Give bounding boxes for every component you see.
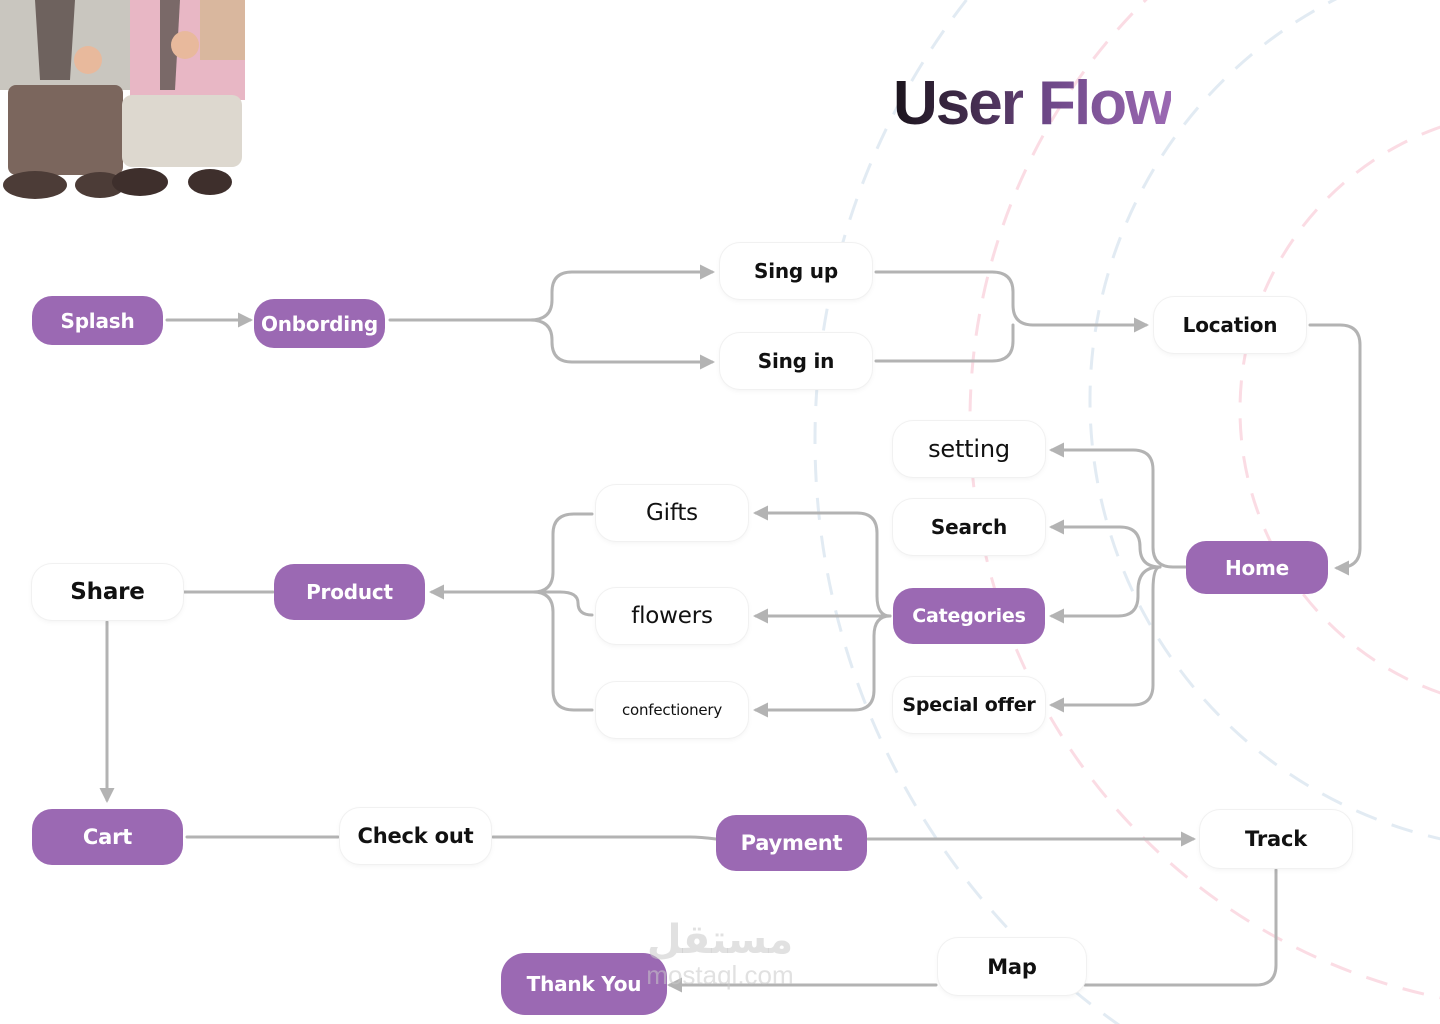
bg-arc-blue-outer <box>813 0 1121 1024</box>
node-search[interactable]: Search <box>893 499 1045 555</box>
node-label: Cart <box>82 825 133 849</box>
edge-signin-location <box>874 323 1015 363</box>
title-word-flow: Flow <box>1038 69 1173 138</box>
node-thank-you[interactable]: Thank You <box>501 953 667 1015</box>
edge-categories-confectionery <box>753 614 892 718</box>
node-share[interactable]: Share <box>32 564 183 620</box>
edge-confectionery-product <box>531 590 594 712</box>
node-label: confectionery <box>621 701 723 719</box>
node-flowers[interactable]: flowers <box>596 588 748 644</box>
node-label: Home <box>1224 555 1290 580</box>
node-home[interactable]: Home <box>1186 541 1328 594</box>
edge-home-categories <box>1049 565 1162 624</box>
node-sign-in[interactable]: Sing in <box>720 333 872 389</box>
node-cart[interactable]: Cart <box>32 809 183 865</box>
node-label: Sing in <box>757 349 835 373</box>
edge-home-search <box>1049 519 1162 569</box>
bg-arc-blue-inner <box>1088 0 1440 841</box>
node-label: Categories <box>912 605 1026 627</box>
node-label: Track <box>1245 827 1307 851</box>
node-categories[interactable]: Categories <box>893 588 1045 644</box>
node-label: Sing up <box>754 259 838 283</box>
node-label: Product <box>306 580 393 604</box>
node-confectionery[interactable]: confectionery <box>596 682 748 738</box>
edge-home-setting <box>1049 442 1188 569</box>
node-gifts[interactable]: Gifts <box>596 485 748 541</box>
node-check-out[interactable]: Check out <box>340 808 491 864</box>
node-track[interactable]: Track <box>1200 810 1352 868</box>
node-product[interactable]: Product <box>274 564 425 620</box>
edge-categories-gifts <box>753 505 892 618</box>
edge-checkout-payment <box>491 835 718 841</box>
node-label: Search <box>930 515 1008 539</box>
node-map[interactable]: Map <box>938 938 1086 995</box>
edge-track-map <box>1083 868 1278 987</box>
edge-signup-location <box>874 270 1149 333</box>
node-label: Location <box>1182 313 1278 337</box>
node-onbording[interactable]: Onbording <box>254 299 385 348</box>
node-label: Check out <box>357 824 474 848</box>
node-label: Special offer <box>902 694 1036 716</box>
node-label: Map <box>987 954 1037 979</box>
node-setting[interactable]: setting <box>893 421 1045 477</box>
edge-location-home <box>1308 323 1362 576</box>
node-label: Payment <box>740 831 843 855</box>
node-location[interactable]: Location <box>1154 297 1306 353</box>
title-word-user: User <box>893 69 1025 138</box>
edge-onbording-signin <box>528 318 715 370</box>
node-label: Splash <box>60 308 135 333</box>
node-label: Thank You <box>526 972 642 996</box>
node-label: setting <box>928 435 1010 463</box>
edge-gifts-product <box>531 512 594 594</box>
edge-onbording-signup <box>388 264 715 322</box>
page-title: User Flow <box>893 68 1173 139</box>
figurine-couple-photo <box>0 0 245 199</box>
node-payment[interactable]: Payment <box>716 815 867 871</box>
node-label: flowers <box>631 603 713 629</box>
node-splash[interactable]: Splash <box>32 296 163 345</box>
node-label: Gifts <box>646 500 698 526</box>
edge-home-special-offer <box>1049 565 1162 713</box>
node-sign-up[interactable]: Sing up <box>720 243 872 299</box>
node-label: Share <box>70 579 145 605</box>
edge-flowers-product <box>429 584 594 617</box>
node-special-offer[interactable]: Special offer <box>893 677 1045 733</box>
node-label: Onbording <box>260 311 379 336</box>
